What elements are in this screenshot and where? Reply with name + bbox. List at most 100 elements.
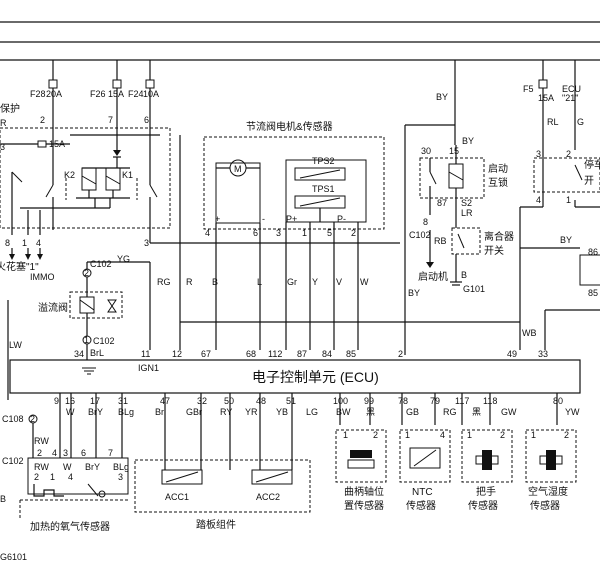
right-pin-2: 2 [566,149,571,159]
relay-pin-15: 15 [449,146,459,156]
overflow-valve: C102 YG 2 溢流阀 1 C102 [38,254,150,360]
throttle-pin-6: 6 [253,228,258,238]
ecu-pin-9: 9 [54,396,59,406]
pin-7: 7 [108,115,113,125]
bottom-wire-labels: RW W BrY BLg Br GBr RY YR YB LG BW 黑 GB … [34,393,580,470]
bw-bw: BW [336,407,351,417]
fuse-f26-name: F26 [90,89,106,99]
open-label: 开 [584,176,594,187]
top-bus [0,21,600,61]
bw-black2: 黑 [472,407,481,417]
fuse-f5: F5 15A [523,60,554,150]
hum-pin-1: 1 [531,430,536,440]
ecu-top-pins: 34 11 12 67 68 112 87 84 85 2 49 33 [74,349,548,359]
ecu-box: 电子控制单元 (ECU) IGN1 [9,359,581,394]
ecu-pin-17: 17 [90,396,100,406]
bw-yb: YB [276,407,288,417]
o2-rw: RW [34,462,49,472]
o2-s-pin-2: 2 [34,472,39,482]
ecu-pin-49: 49 [507,349,517,359]
grip-pin-1: 1 [467,430,472,440]
fuse-f24-name: F24 [128,89,144,99]
immo-label: IMMO [30,272,55,282]
throttle-pin-5: 5 [327,228,332,238]
right-pin-1: 1 [566,195,571,205]
pin-2: 2 [40,115,45,125]
relay-pin-30: 30 [421,146,431,156]
sensor-humidity: 1 2 空气湿度 传感器 [525,429,577,512]
relay-by3-label: BY [408,288,420,298]
protect-label: 保护 [0,102,20,115]
stop-switch-label: 停车 [584,158,600,171]
right-pin-3: 3 [536,149,541,159]
o2-c-pin-2: 2 [37,448,42,458]
ecu-pin-99: 99 [364,396,374,406]
o2-g6101: G6101 [0,552,27,562]
tps2-label: TPS2 [312,156,335,166]
clutch-label: 离合器 [484,230,514,243]
main-relay-block: 保护 R 3 15A 2 7 6 K2 K1 [0,102,400,282]
pedal-assembly: ACC1 ACC2 踏板组件 [134,459,311,531]
k2-label: K2 [64,170,75,180]
k1-label: K1 [122,170,133,180]
ecu-bottom-pins: 9 16 17 31 47 32 50 48 51 100 99 78 79 1… [54,396,563,406]
ecu-ref-pin: "21" [562,93,578,103]
pin-3: 3 [144,238,149,248]
clutch2-label: 开关 [484,244,504,257]
relay-rb: RB [434,236,447,246]
o2-bry: BrY [85,462,100,472]
o2-c-pin-6: 6 [81,448,86,458]
bw-yr: YR [245,407,258,417]
wire-r: R [186,277,193,287]
ecu-pin-34: 34 [74,349,84,359]
bw-yw: YW [565,407,580,417]
k3-label: 3 [0,142,5,152]
relay-pin-8: 8 [423,217,428,227]
overflow-yg: YG [117,254,130,264]
grip-pin-2: 2 [500,430,505,440]
wire-y: Y [312,277,318,287]
r-label: R [0,118,7,128]
sensor-crank: 1 2 曲柄轴位 置传感器 [335,429,387,512]
pin-6: 6 [144,115,149,125]
bw-rw: RW [34,436,49,446]
o2-c102: C102 [2,456,24,466]
grip-name1: 把手 [476,485,496,498]
right-pin-4: 4 [536,195,541,205]
ecu-pin-84: 84 [322,349,332,359]
bw-gw: GW [501,407,517,417]
fuse-f26: F26 15A [90,60,124,115]
starter-relay-block: BY BY 30 15 启动 互锁 87 S2 LR 8 C102 RB 启动机… [404,60,514,355]
ntc-name2: 传感器 [406,499,436,512]
o2-name: 加热的氧气传感器 [30,520,110,533]
ecu-pin-78: 78 [398,396,408,406]
wire-rg: RG [157,277,171,287]
o2-c-pin-7: 7 [108,448,113,458]
overflow-c102: C102 [90,259,112,269]
ecu-top-wires: LW RG R B L Gr Y V W WB BrL [7,135,537,400]
pin-4: 4 [36,238,41,248]
fuse-f26-rating: 15A [108,89,124,99]
ecu-pin-112: 112 [268,349,282,359]
throttle-pin-1: 1 [302,228,307,238]
ecu-pin-87: 87 [297,349,307,359]
ecu-pin-12: 12 [172,349,182,359]
ecu-pin-32: 32 [197,396,207,406]
acc1-label: ACC1 [165,492,189,502]
right-pin-85: 85 [588,288,598,298]
ecu-ref: ECU "21" [562,60,581,150]
start-lock2-label: 互锁 [488,176,508,189]
bw-ry: RY [220,407,232,417]
pedal-name: 踏板组件 [196,518,236,531]
fuse-f5-name: F5 [523,84,534,94]
sensor-grip: 1 2 把手 传感器 [461,429,513,512]
wire-l: L [257,277,262,287]
overflow-c102b: C102 [93,336,115,346]
pin-1: 1 [22,238,27,248]
tps1-label: TPS1 [312,184,335,194]
wire-v: V [336,277,342,287]
wire-wb: WB [522,328,537,338]
ecu-pin-48: 48 [256,396,266,406]
ecu-pin-16: 16 [65,396,75,406]
fuse-f5-rating: 15A [538,93,554,103]
